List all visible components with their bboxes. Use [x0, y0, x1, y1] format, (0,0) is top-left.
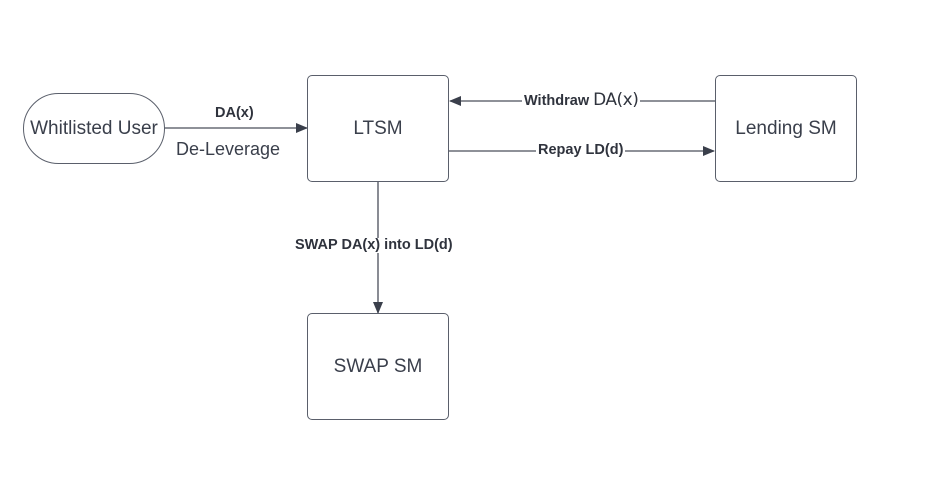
- node-ltsm-label: LTSM: [353, 117, 403, 139]
- node-swap-sm[interactable]: SWAP SM: [307, 313, 449, 420]
- edge-label-repay: Repay LD(d): [536, 142, 626, 158]
- node-lending-sm-label: Lending SM: [735, 117, 837, 139]
- edge-label-withdraw-prefix: Withdraw: [524, 93, 590, 109]
- node-whitelisted-user-label: Whitlisted User: [30, 117, 158, 139]
- node-lending-sm[interactable]: Lending SM: [715, 75, 857, 182]
- edge-label-da-x: DA(x): [215, 105, 254, 121]
- node-swap-sm-label: SWAP SM: [333, 355, 423, 377]
- node-ltsm[interactable]: LTSM: [307, 75, 449, 182]
- edge-label-withdraw-suffix: DA(x): [593, 90, 639, 110]
- node-whitelisted-user[interactable]: Whitlisted User: [23, 93, 165, 164]
- edge-label-swap: SWAP DA(x) into LD(d): [293, 237, 455, 253]
- edge-label-de-leverage: De-Leverage: [176, 139, 281, 159]
